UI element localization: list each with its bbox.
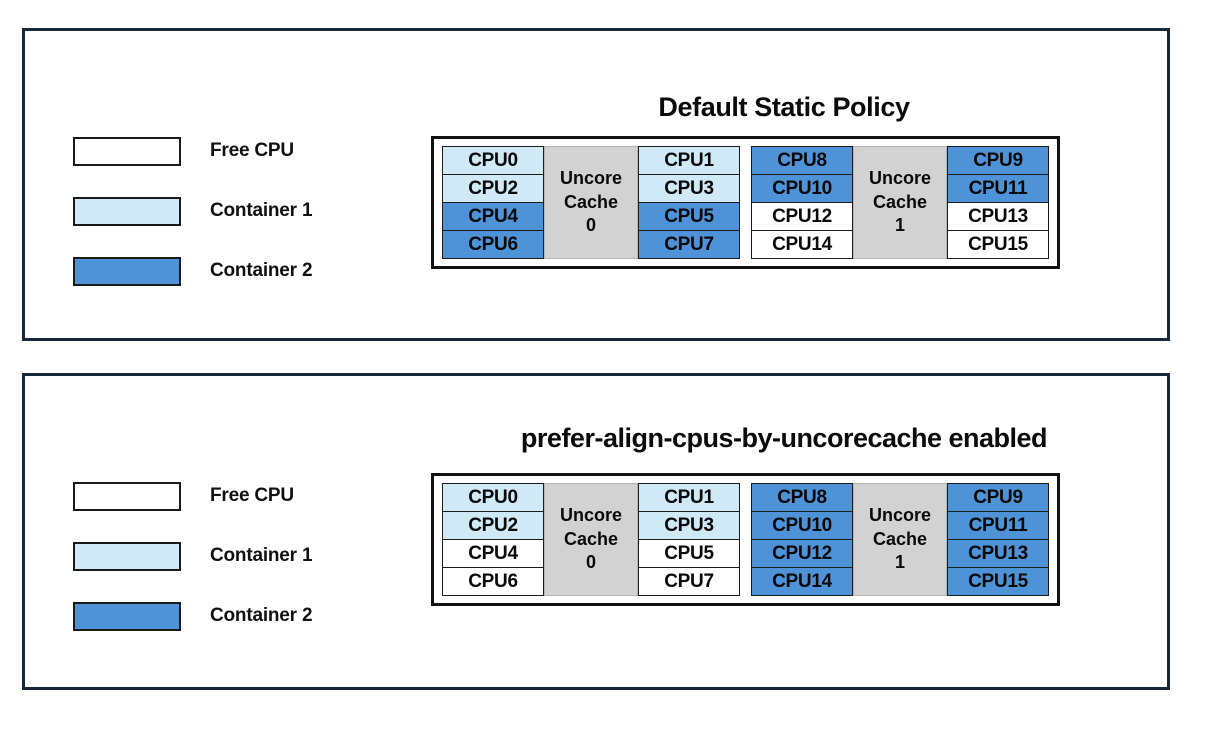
legend-label-free-cpu: Free CPU xyxy=(210,140,294,161)
uncore-cache-box: Uncore Cache 0 xyxy=(544,146,638,259)
cpu-cell: CPU6 xyxy=(442,230,544,259)
cpu-cell: CPU0 xyxy=(442,146,544,175)
cpu-cell: CPU11 xyxy=(947,174,1049,203)
cpu-cell: CPU5 xyxy=(638,202,740,231)
uncore-cache-box: Uncore Cache 0 xyxy=(544,483,638,596)
legend-swatch-container-2-icon xyxy=(73,256,181,286)
cpu-cell: CPU13 xyxy=(947,202,1049,231)
uncore-cache-box: Uncore Cache 1 xyxy=(853,146,947,259)
cpu-cell: CPU11 xyxy=(947,511,1049,540)
legend-bottom: Free CPU Container 1 Container 2 xyxy=(73,466,313,646)
cpu-column-right: CPU9 CPU11 CPU13 CPU15 xyxy=(947,146,1049,259)
cpu-cell: CPU7 xyxy=(638,230,740,259)
cpu-cell: CPU2 xyxy=(442,174,544,203)
cpu-cell: CPU12 xyxy=(751,202,853,231)
legend-swatch-container-1-icon xyxy=(73,196,181,226)
cpu-cell: CPU9 xyxy=(947,146,1049,175)
cpu-column-left: CPU0 CPU2 CPU4 CPU6 xyxy=(442,483,544,596)
cpu-cell: CPU8 xyxy=(751,146,853,175)
uncore-cache-label-line2: Cache xyxy=(563,191,619,212)
uncore-cache-label-line1: Uncore xyxy=(868,167,931,188)
cpu-cell: CPU15 xyxy=(947,230,1049,259)
cpu-column-left: CPU8 CPU10 CPU12 CPU14 xyxy=(751,146,853,259)
uncore-cache-label-line2: Cache xyxy=(563,528,619,549)
cpu-topology-diagram: CPU0 CPU2 CPU4 CPU6 Uncore Cache 0 CPU1 … xyxy=(431,473,1060,606)
legend-label-container-1: Container 1 xyxy=(210,200,313,221)
cpu-cell: CPU6 xyxy=(442,567,544,596)
cpu-cell: CPU8 xyxy=(751,483,853,512)
cpu-cell: CPU1 xyxy=(638,483,740,512)
uncore-cache-index: 1 xyxy=(894,552,905,573)
uncore-group-1: CPU8 CPU10 CPU12 CPU14 Uncore Cache 1 CP… xyxy=(751,146,1049,259)
uncore-group-0: CPU0 CPU2 CPU4 CPU6 Uncore Cache 0 CPU1 … xyxy=(442,146,740,259)
cpu-column-left: CPU8 CPU10 CPU12 CPU14 xyxy=(751,483,853,596)
legend-item-container-2: Container 2 xyxy=(73,586,313,646)
legend-label-container-1: Container 1 xyxy=(210,545,313,566)
cpu-cell: CPU4 xyxy=(442,539,544,568)
legend-item-container-1: Container 1 xyxy=(73,526,313,586)
panel-prefer-align-cpus-by-uncorecache: prefer-align-cpus-by-uncorecache enabled… xyxy=(22,373,1170,690)
cpu-cell: CPU3 xyxy=(638,511,740,540)
uncore-cache-label-line1: Uncore xyxy=(559,504,622,525)
cpu-cell: CPU5 xyxy=(638,539,740,568)
legend-swatch-free-cpu-icon xyxy=(73,136,181,166)
uncore-group-1: CPU8 CPU10 CPU12 CPU14 Uncore Cache 1 CP… xyxy=(751,483,1049,596)
uncore-cache-index: 0 xyxy=(585,552,596,573)
panel-default-static-policy: Default Static Policy Free CPU Container… xyxy=(22,28,1170,341)
legend-label-container-2: Container 2 xyxy=(210,260,313,281)
cpu-cell: CPU9 xyxy=(947,483,1049,512)
legend-label-free-cpu: Free CPU xyxy=(210,485,294,506)
uncore-cache-box: Uncore Cache 1 xyxy=(853,483,947,596)
uncore-cache-index: 1 xyxy=(894,215,905,236)
cpu-cell: CPU3 xyxy=(638,174,740,203)
legend-swatch-container-2-icon xyxy=(73,601,181,631)
cpu-cell: CPU14 xyxy=(751,567,853,596)
uncore-group-0: CPU0 CPU2 CPU4 CPU6 Uncore Cache 0 CPU1 … xyxy=(442,483,740,596)
uncore-cache-index: 0 xyxy=(585,215,596,236)
uncore-cache-label-line2: Cache xyxy=(872,528,928,549)
page-title-default-static-policy: Default Static Policy xyxy=(658,92,910,122)
legend-label-container-2: Container 2 xyxy=(210,605,313,626)
cpu-cell: CPU12 xyxy=(751,539,853,568)
cpu-cell: CPU7 xyxy=(638,567,740,596)
cpu-cell: CPU0 xyxy=(442,483,544,512)
legend-item-container-2: Container 2 xyxy=(73,241,313,301)
cpu-cell: CPU2 xyxy=(442,511,544,540)
page-title-prefer-align-cpus-by-uncorecache: prefer-align-cpus-by-uncorecache enabled xyxy=(520,423,1048,453)
legend-item-free-cpu: Free CPU xyxy=(73,121,312,181)
legend-top: Free CPU Container 1 Container 2 xyxy=(73,121,313,301)
cpu-cell: CPU10 xyxy=(751,511,853,540)
cpu-cell: CPU10 xyxy=(751,174,853,203)
legend-swatch-container-1-icon xyxy=(73,541,181,571)
cpu-column-left: CPU0 CPU2 CPU4 CPU6 xyxy=(442,146,544,259)
cpu-cell: CPU1 xyxy=(638,146,740,175)
cpu-cell: CPU15 xyxy=(947,567,1049,596)
legend-item-container-1: Container 1 xyxy=(73,181,313,241)
cpu-cell: CPU14 xyxy=(751,230,853,259)
uncore-cache-label-line1: Uncore xyxy=(559,167,622,188)
uncore-cache-label-line2: Cache xyxy=(872,191,928,212)
legend-item-free-cpu: Free CPU xyxy=(73,466,312,526)
cpu-topology-diagram: CPU0 CPU2 CPU4 CPU6 Uncore Cache 0 CPU1 … xyxy=(431,136,1060,269)
uncore-cache-label-line1: Uncore xyxy=(868,504,931,525)
cpu-column-right: CPU1 CPU3 CPU5 CPU7 xyxy=(638,146,740,259)
cpu-cell: CPU13 xyxy=(947,539,1049,568)
cpu-column-right: CPU1 CPU3 CPU5 CPU7 xyxy=(638,483,740,596)
cpu-column-right: CPU9 CPU11 CPU13 CPU15 xyxy=(947,483,1049,596)
legend-swatch-free-cpu-icon xyxy=(73,481,181,511)
cpu-cell: CPU4 xyxy=(442,202,544,231)
